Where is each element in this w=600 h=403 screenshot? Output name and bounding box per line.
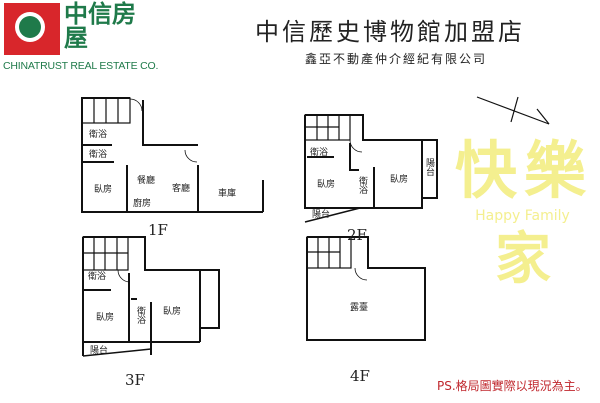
room-label: 臥房 (163, 305, 181, 317)
page-title: 中信歷史博物館加盟店 (255, 18, 525, 46)
room-label: 陽台 (312, 208, 330, 220)
floor-label: 4F (350, 367, 370, 385)
room-label: 衛浴 (310, 146, 328, 158)
room-label: 臥房 (96, 311, 114, 323)
watermark-char: 樂 (524, 134, 587, 207)
floor-4-plan (306, 236, 426, 341)
room-label: 衛浴 (135, 305, 146, 325)
company-name: 鑫亞不動產仲介經紀有限公司 (305, 52, 488, 66)
room-label: 臥房 (390, 173, 408, 185)
logo-mark (4, 3, 60, 55)
watermark-bottom: 家 (495, 227, 551, 292)
room-label: 露臺 (350, 301, 368, 313)
room-label: 衛浴 (89, 128, 107, 140)
room-label: 餐廳 (137, 174, 155, 186)
disclaimer-note: PS.格局圖實際以現況為主。 (437, 379, 588, 393)
floor-label: 3F (125, 371, 145, 389)
floor-label: 2F (347, 226, 367, 244)
floor-3-plan (82, 236, 220, 357)
room-label: 臥房 (317, 178, 335, 190)
room-label: 衛浴 (88, 270, 106, 282)
room-label: 衛浴 (89, 148, 107, 160)
watermark-char: 快 (455, 134, 518, 207)
room-label: 陽台 (90, 344, 108, 356)
room-label: 車庫 (218, 187, 236, 199)
room-label: 客廳 (172, 182, 190, 194)
floor-2-plan (304, 114, 438, 223)
room-label: 陽台 (424, 158, 435, 177)
room-label: 廚房 (133, 197, 151, 209)
watermark-en: Happy Family (475, 208, 570, 224)
floor-1-plan (81, 97, 264, 213)
room-label: 臥房 (94, 183, 112, 195)
north-arrow-icon (476, 96, 550, 125)
room-label: 衛浴 (357, 175, 368, 195)
floor-label: 1F (148, 221, 168, 239)
logo-name: 中信房屋 (64, 0, 136, 52)
logo-english: CHINATRUST REAL ESTATE CO. (3, 60, 159, 72)
